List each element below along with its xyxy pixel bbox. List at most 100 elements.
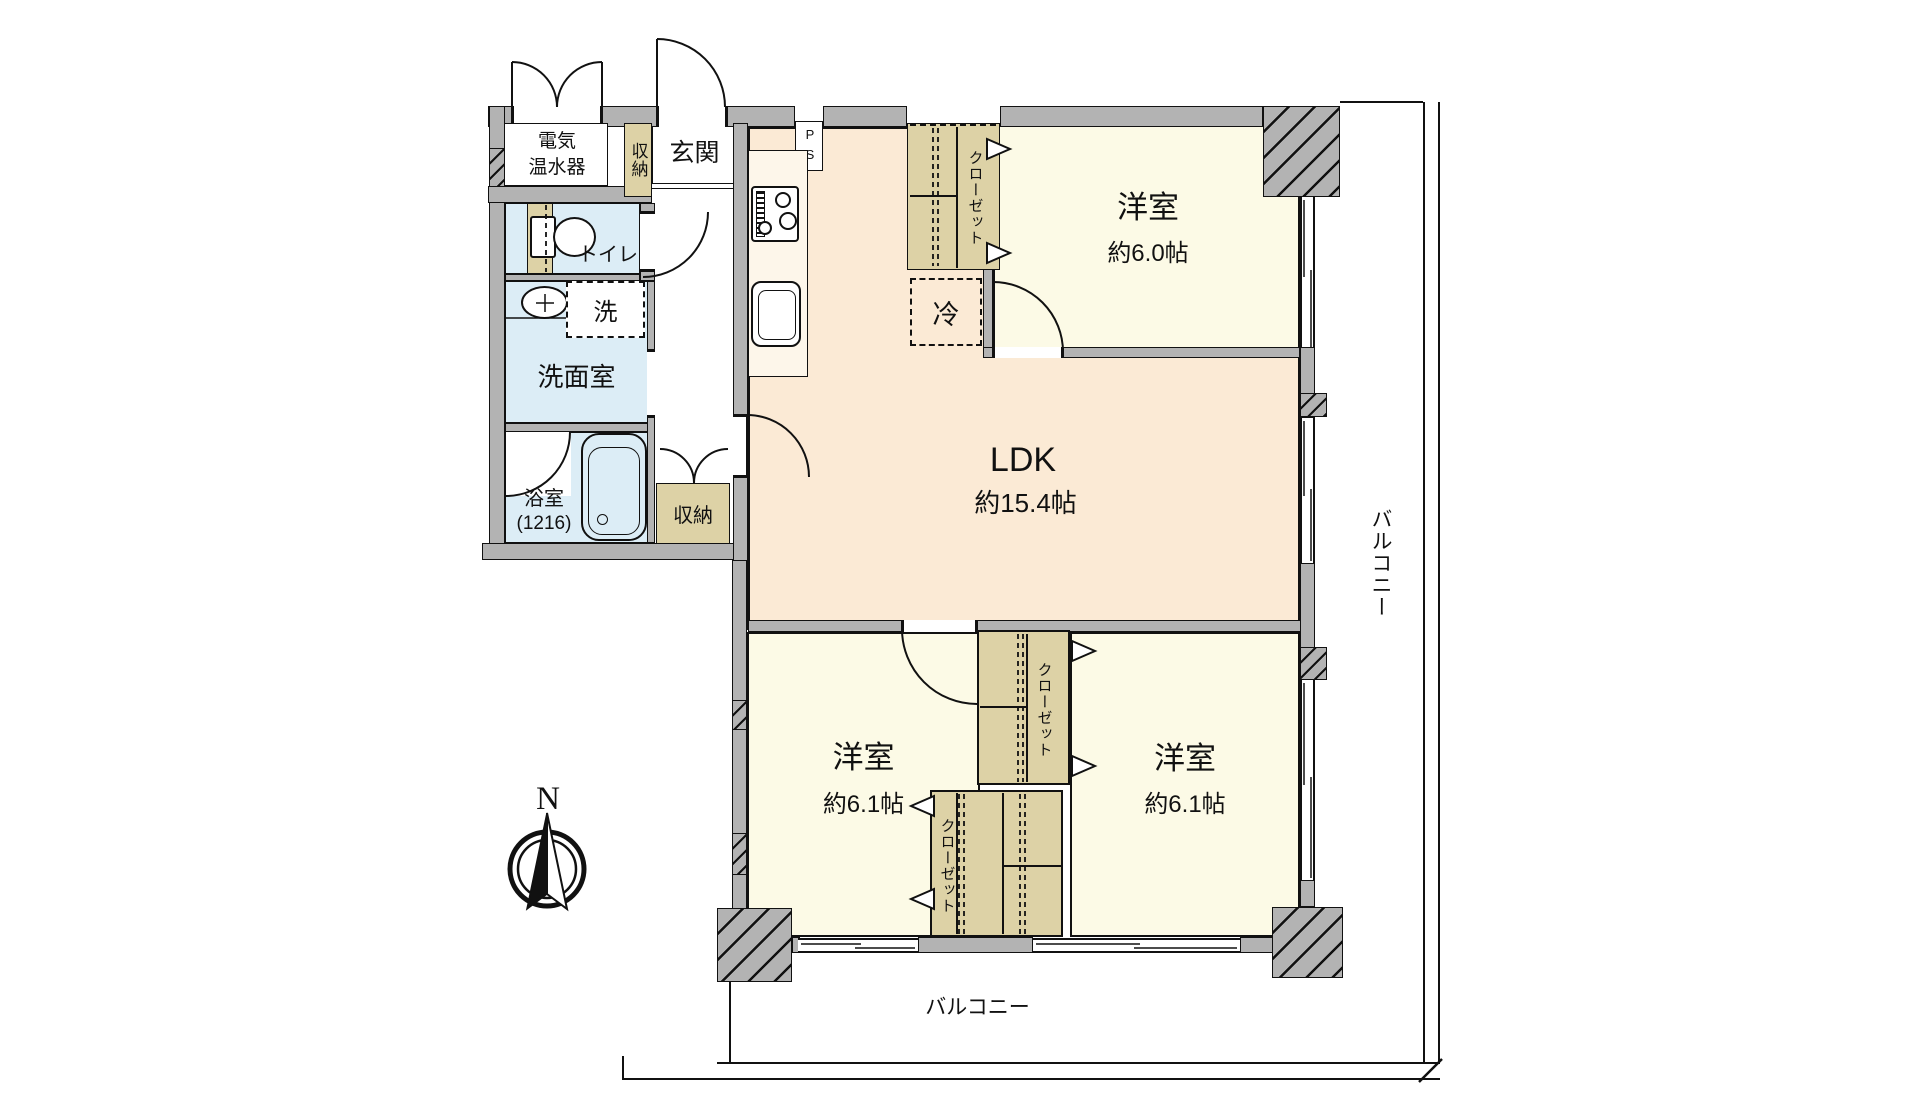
pillar-northeast xyxy=(1263,106,1340,197)
wall-ne-room-south-b xyxy=(1063,347,1300,358)
wall-toilet-washroom xyxy=(505,274,640,281)
fridge-space: 冷 xyxy=(910,278,982,346)
wall-toilet-east-b xyxy=(640,271,655,281)
compass-icon xyxy=(507,812,587,912)
balcony-wall-connector xyxy=(729,982,732,1062)
stove-burner-2 xyxy=(779,212,797,230)
bedroom-ne-floor xyxy=(993,123,1300,353)
pipe-space-box: P S xyxy=(795,121,823,171)
wall-top-5 xyxy=(1000,106,1263,127)
wall-south-b xyxy=(918,937,1033,953)
bedroom-se-label: 洋室 xyxy=(1154,741,1216,776)
window-south-bedroom-se xyxy=(1033,938,1240,953)
wall-washroom-bath xyxy=(505,423,648,432)
stove-icon xyxy=(751,186,799,242)
entrance-step-line xyxy=(652,183,737,189)
wall-hatch-west-c xyxy=(732,833,747,875)
bedroom-ne-label: 洋室 xyxy=(1117,190,1179,225)
wall-top-4 xyxy=(823,106,907,127)
bathtub-drain xyxy=(597,514,608,525)
wall-hatch-east-a xyxy=(1300,393,1327,417)
compass-needle-light xyxy=(546,812,569,912)
wall-ldk-south-a xyxy=(748,620,902,632)
stove-grill xyxy=(756,191,765,237)
window-east-bedroom-ne xyxy=(1300,197,1315,348)
bedroom-sw-size: 約6.1帖 xyxy=(822,791,905,818)
kitchen-sink-icon xyxy=(751,281,801,347)
pillar-southwest xyxy=(717,908,792,982)
stove-burner-3 xyxy=(758,221,772,235)
wall-toilet-east-a xyxy=(640,203,655,212)
bedroom-se-floor xyxy=(1070,632,1300,937)
balcony-east-label: バルコニー xyxy=(1369,507,1392,618)
wall-ne-room-south-a xyxy=(983,347,993,358)
water-heater-label-line1: 電気 xyxy=(537,131,576,152)
water-heater-label-line2: 温水器 xyxy=(528,156,586,178)
pipe-space-gap xyxy=(795,106,823,123)
toilet-bowl-icon xyxy=(553,217,596,257)
sw-room-door-gap xyxy=(902,620,977,632)
closet-north: クローゼット xyxy=(907,123,1000,270)
closet-south-label: クローゼット xyxy=(938,817,956,914)
entrance-door-arc xyxy=(656,38,726,108)
water-heater-box: 電気 温水器 xyxy=(504,123,608,186)
wall-east-c xyxy=(1300,880,1315,907)
stove-burner-1 xyxy=(775,192,791,208)
entrance-label: 玄関 xyxy=(669,139,720,167)
storage-hall-door-arc-right xyxy=(693,448,729,484)
closet-mid-label: クローゼット xyxy=(1035,661,1053,758)
pillar-southeast xyxy=(1272,907,1343,978)
closet-south: クローゼット xyxy=(930,790,1063,937)
storage-hall-label: 収納 xyxy=(673,505,713,527)
window-south-bedroom-sw xyxy=(798,938,918,953)
water-heater-door-frame xyxy=(512,106,602,127)
balcony-fence-east xyxy=(1423,102,1440,1062)
entrance-door-frame xyxy=(657,106,727,127)
ne-room-door-gap xyxy=(993,347,1063,358)
toilet-label: トイレ xyxy=(578,244,638,266)
washroom-label: 洗面室 xyxy=(537,362,616,392)
wall-south-c xyxy=(1240,937,1274,953)
bedroom-se-size: 約6.1帖 xyxy=(1144,791,1226,818)
water-heater-door-arc-left xyxy=(511,61,558,108)
storage-hall-door-arc-left xyxy=(659,448,695,484)
wall-hatch-west-b xyxy=(732,700,747,730)
wall-utility-bottom xyxy=(482,543,748,560)
bathroom-label: 浴室 xyxy=(524,488,564,510)
washroom-door-gap xyxy=(647,350,655,417)
closet-north-label: クローゼット xyxy=(966,149,984,246)
compass-needle-dark xyxy=(525,812,548,911)
fridge-label: 冷 xyxy=(932,299,960,330)
ldk-door-gap xyxy=(733,415,748,477)
washer-space: 洗 xyxy=(566,281,645,338)
washer-label: 洗 xyxy=(593,299,618,326)
kitchen-sink-basin xyxy=(758,290,796,340)
wall-top-3 xyxy=(727,106,795,127)
storage-entry: 収納 xyxy=(624,123,652,197)
washbasin-icon xyxy=(521,286,568,319)
closet-mid: クローゼット xyxy=(977,630,1070,785)
bathtub-icon xyxy=(581,433,647,541)
wall-hatch-east-b xyxy=(1300,647,1327,680)
compass-north-label: N xyxy=(536,781,560,817)
window-east-bedroom-se xyxy=(1300,680,1315,880)
balcony-south-label: バルコニー xyxy=(925,996,1030,1019)
storage-hall: 収納 xyxy=(656,483,730,544)
bathroom-size-label: (1216) xyxy=(516,513,572,534)
storage-entry-label: 収納 xyxy=(628,142,648,178)
pipe-space-s: S xyxy=(805,147,815,163)
balcony-fence-top xyxy=(1340,101,1423,104)
balcony-divider-stub xyxy=(622,1056,625,1080)
wall-ne-room-west xyxy=(983,266,993,353)
pipe-space-label: P S xyxy=(796,125,824,165)
wall-ldk-west-a xyxy=(733,123,748,415)
water-heater-label: 電気 温水器 xyxy=(505,129,609,180)
pipe-space-p: P xyxy=(805,127,815,142)
bedroom-ne-size: 約6.0帖 xyxy=(1107,240,1189,267)
wall-hall-west-b xyxy=(647,417,655,543)
ldk-label: LDK xyxy=(989,441,1057,479)
balcony-fence-south-extension xyxy=(622,1078,719,1081)
bedroom-sw-label: 洋室 xyxy=(832,740,895,775)
water-heater-door-arc-right xyxy=(556,61,603,108)
